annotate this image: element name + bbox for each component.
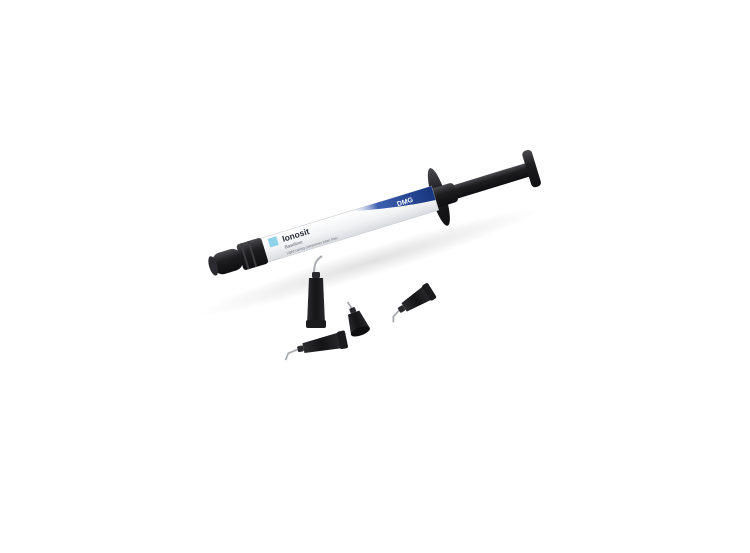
accent-square bbox=[267, 236, 279, 248]
application-tip bbox=[346, 301, 370, 337]
plunger-cap bbox=[522, 149, 541, 188]
product-subtitle: Baseliner bbox=[284, 239, 304, 249]
brand-logo: DMG bbox=[396, 197, 414, 209]
syringe-tip-cap bbox=[212, 248, 243, 275]
application-tip bbox=[392, 283, 437, 323]
application-tip bbox=[284, 330, 348, 361]
plunger-rod bbox=[452, 162, 532, 199]
syringe: Ionosit Baseliner Light-curing compomer … bbox=[208, 149, 541, 276]
application-tip bbox=[306, 255, 326, 328]
